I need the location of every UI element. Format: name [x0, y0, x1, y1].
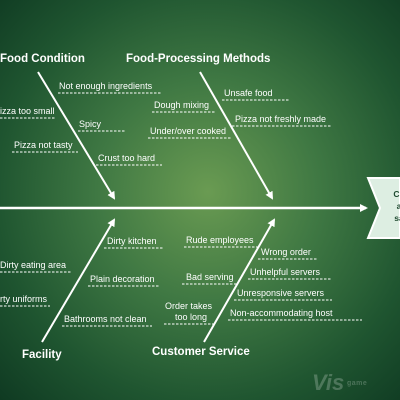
cause-label: Spicy [79, 119, 102, 129]
bone-facility [41, 218, 116, 343]
category-food-condition: Food Condition [0, 53, 85, 65]
cause-label: Pizza not freshly made [235, 114, 327, 124]
cause-label: Non-accommodating host [230, 308, 333, 318]
bone-customer-service [203, 218, 275, 343]
cause-label: too long [175, 312, 208, 322]
cause-label: Dirty eating area [0, 260, 67, 270]
watermark-logo: Vis [312, 370, 345, 395]
cause-label: Dirty kitchen [107, 236, 157, 246]
effect-label: Cu a sa [379, 188, 400, 224]
cause-label: Unresponsive servers [237, 288, 325, 298]
bone-food-condition [37, 71, 116, 200]
effect-line-1: Cu [393, 189, 400, 199]
cause-label: izza too small [0, 106, 55, 116]
bone-food-processing [199, 71, 273, 200]
watermark-tag: game [347, 380, 368, 387]
effect-line-3: sa [394, 213, 400, 223]
category-customer-service: Customer Service [152, 346, 250, 358]
cause-label: Unhelpful servers [250, 267, 321, 277]
effect-box [366, 177, 400, 239]
category-food-processing: Food-Processing Methods [126, 53, 271, 65]
cause-label: Under/over cooked [150, 126, 227, 136]
cause-label: Rude employees [186, 235, 254, 245]
effect-line-2: a [396, 201, 400, 211]
cause-label: Dough mixing [154, 100, 210, 110]
cause-label: Bathrooms not clean [64, 314, 147, 324]
cause-label: Pizza not tasty [14, 140, 73, 150]
cause-label: Wrong order [261, 247, 311, 257]
cause-label: Order takes [165, 301, 213, 311]
cause-label: rty uniforms [0, 294, 48, 304]
cause-label: Crust too hard [98, 153, 156, 163]
category-facility: Facility [22, 349, 62, 361]
cause-label: Bad serving [186, 272, 234, 282]
cause-label: Plain decoration [90, 274, 155, 284]
cause-label: Not enough ingredients [59, 81, 153, 91]
cause-label: Unsafe food [224, 88, 273, 98]
